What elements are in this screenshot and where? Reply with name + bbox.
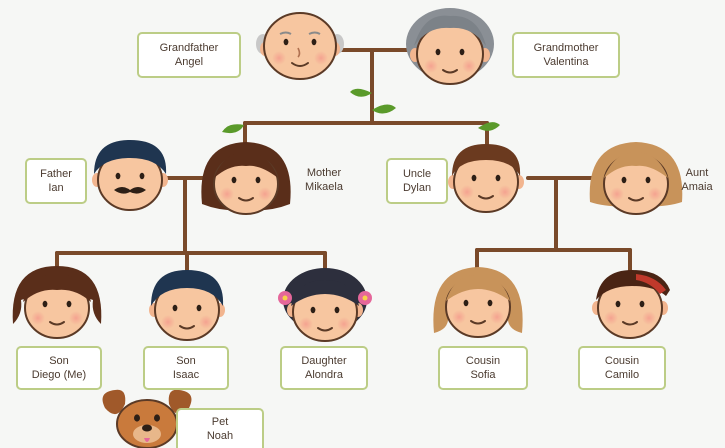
uncle-face <box>448 144 524 213</box>
label-grandfather: Grandfather Angel <box>137 32 241 78</box>
cousin1-role: Cousin <box>465 355 501 367</box>
leaf-3 <box>222 124 244 134</box>
label-grandmother: Grandmother Valentina <box>512 32 620 78</box>
son1-name: Diego (Me) <box>31 369 87 381</box>
son2-role: Son <box>176 355 196 367</box>
uncle-role: Uncle <box>402 168 432 180</box>
mother-name: Mikaela <box>305 181 343 193</box>
label-pet: Pet Noah <box>176 408 264 448</box>
aunt-face <box>589 142 683 215</box>
cousin2-name: Camilo <box>604 369 640 381</box>
aunt-name: Amaia <box>681 181 713 193</box>
father-role: Father <box>40 168 72 180</box>
label-son-diego: Son Diego (Me) <box>16 346 102 390</box>
uncle-name: Dylan <box>402 182 432 194</box>
label-uncle: Uncle Dylan <box>386 158 448 204</box>
grandmother-face <box>406 8 494 85</box>
son-isaac-face <box>149 270 225 341</box>
son-diego-face <box>12 266 102 339</box>
daughter-alondra-face <box>278 268 372 342</box>
daughter-role: Daughter <box>301 355 347 367</box>
leaf-4 <box>478 122 500 131</box>
daughter-name: Alondra <box>305 369 343 381</box>
cousin-sofia-face <box>433 267 523 338</box>
grandfather-role: Grandfather <box>159 42 219 54</box>
label-father: Father Ian <box>25 158 87 204</box>
pet-role: Pet <box>211 416 229 428</box>
label-cousin-camilo: Cousin Camilo <box>578 346 666 390</box>
cousin1-name: Sofia <box>470 369 496 381</box>
grandfather-face <box>256 12 344 80</box>
son2-name: Isaac <box>172 369 200 381</box>
leaf-1 <box>350 88 372 97</box>
cousin2-role: Cousin <box>604 355 640 367</box>
cousin-camilo-face <box>592 270 670 339</box>
label-son-isaac: Son Isaac <box>143 346 229 390</box>
label-cousin-sofia: Cousin Sofia <box>438 346 528 390</box>
label-mother: Mother Mikaela <box>296 160 352 200</box>
mother-face <box>201 142 291 215</box>
tree-leaves <box>222 88 500 134</box>
aunt-role: Aunt <box>685 167 709 179</box>
tree-branches <box>55 48 632 272</box>
grandmother-role: Grandmother <box>533 42 599 54</box>
label-daughter-alondra: Daughter Alondra <box>280 346 368 390</box>
mother-role: Mother <box>306 167 342 179</box>
son1-role: Son <box>49 355 69 367</box>
leaf-2 <box>372 104 396 114</box>
label-aunt: Aunt Amaia <box>672 160 722 200</box>
father-name: Ian <box>48 182 64 194</box>
grandfather-name: Angel <box>174 56 204 68</box>
pet-name: Noah <box>206 430 234 442</box>
father-face <box>92 140 168 211</box>
pet-dog-face <box>102 389 192 448</box>
grandmother-name: Valentina <box>543 56 589 68</box>
